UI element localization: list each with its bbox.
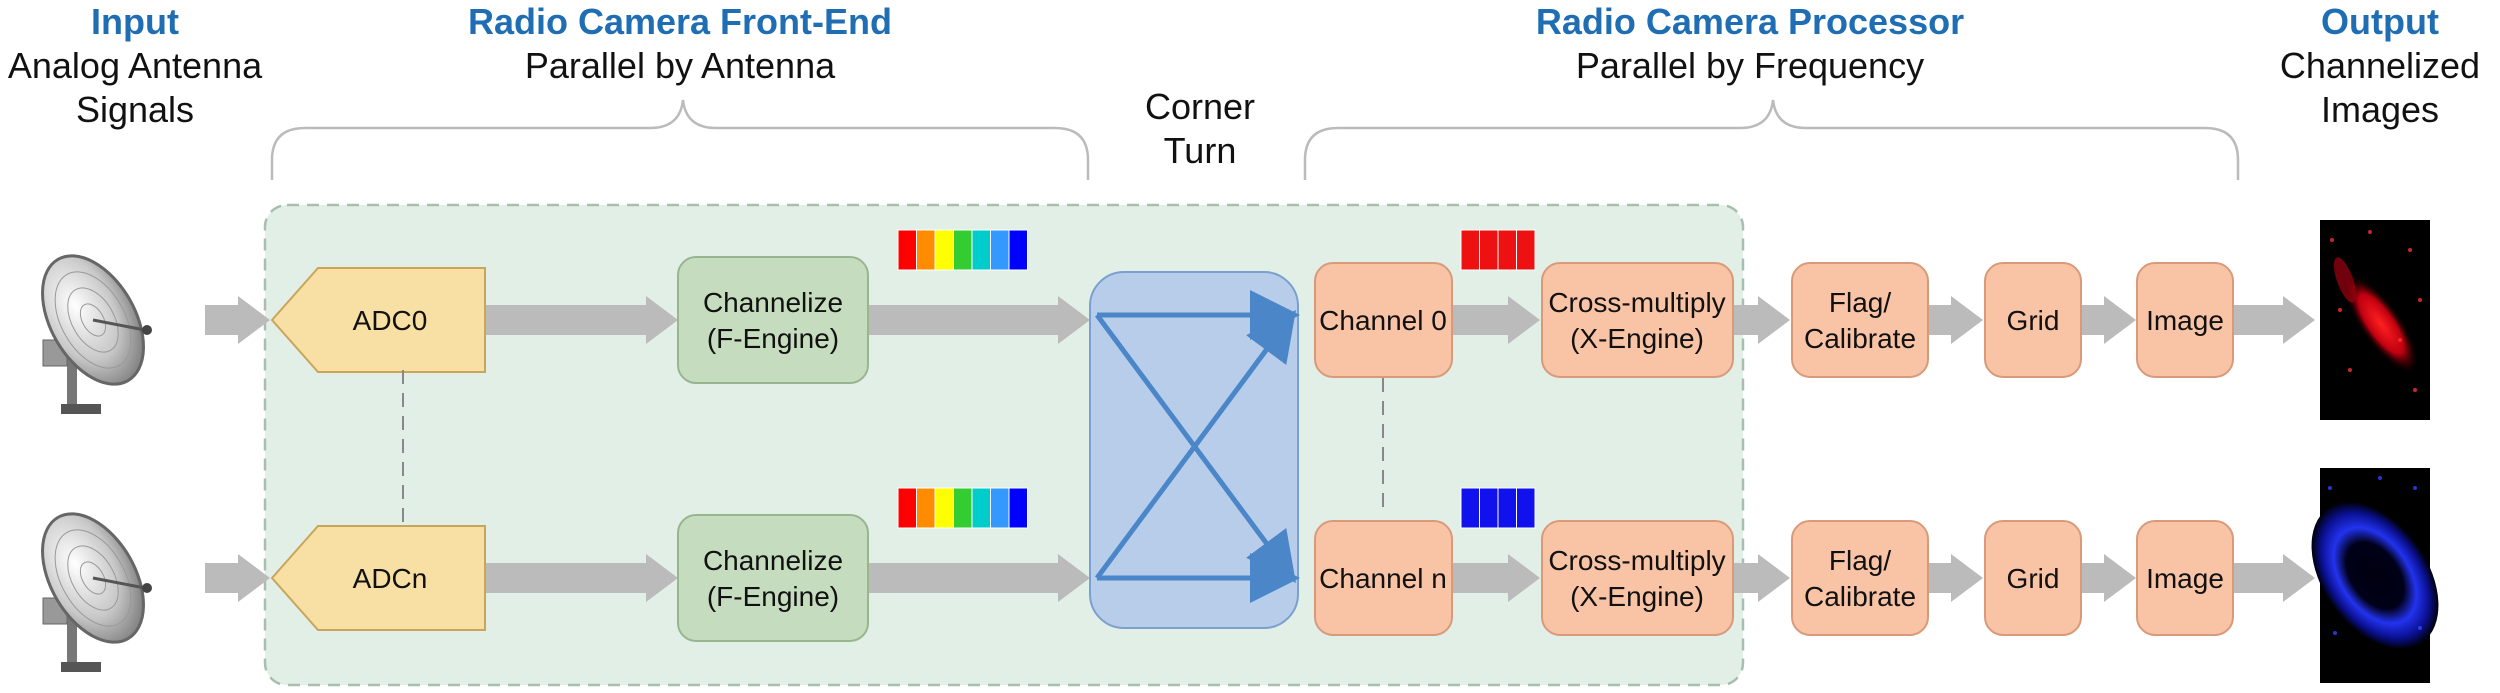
front-end-brace	[270, 99, 1090, 180]
input-arrow	[205, 554, 270, 602]
image-to-output-arrow	[2233, 296, 2315, 344]
adc-block	[270, 267, 486, 373]
flag-calibrate-block	[1791, 262, 1929, 378]
flag-label-line: Calibrate	[1804, 323, 1916, 354]
image-label-line: Image	[2146, 305, 2224, 336]
spectrum-bar	[897, 487, 1028, 529]
satellite-dish-icon	[41, 254, 152, 414]
channel-label: Channel 0	[1319, 305, 1447, 336]
fengine-label-line: (F-Engine)	[707, 323, 839, 354]
adc-label: ADC0	[353, 305, 428, 336]
adc-label-line: ADC0	[353, 305, 428, 336]
xengine-to-flag-arrow	[1733, 554, 1790, 602]
channel-block	[1314, 520, 1453, 636]
grid-to-image-arrow	[2081, 296, 2136, 344]
output-line2: Images	[2320, 89, 2440, 130]
output-image-blue	[2311, 468, 2439, 683]
channel-label-line: Channel 0	[1319, 305, 1447, 336]
corner-turn-line1: Corner	[1144, 86, 1256, 127]
xengine-label: Cross-multiply (X-Engine)	[1548, 545, 1725, 612]
grid-label-line: Grid	[2007, 563, 2060, 594]
xengine-label-line: Cross-multiply	[1548, 287, 1725, 318]
output-title: Output	[2321, 1, 2439, 42]
flag-label-line: Flag/	[1829, 287, 1891, 318]
flag-to-grid-arrow	[1928, 296, 1983, 344]
flag-label: Flag/Calibrate	[1804, 545, 1916, 612]
channel-color-bar	[1460, 229, 1536, 271]
channel-label: Channel n	[1319, 563, 1447, 594]
flag-calibrate-block	[1791, 520, 1929, 636]
adc-to-fengine-arrow	[485, 554, 678, 602]
processor-header: Radio Camera Processor Parallel by Frequ…	[1450, 0, 2050, 88]
image-block	[2136, 262, 2234, 378]
spectrum-bar	[897, 229, 1028, 271]
output-image-red	[2320, 220, 2430, 420]
xengine-label-line: (X-Engine)	[1570, 581, 1704, 612]
output-line1: Channelized	[2279, 45, 2481, 86]
adc-block	[270, 525, 486, 631]
image-label: Image	[2146, 563, 2224, 594]
channel-block	[1314, 262, 1453, 378]
fengine-to-cornerturn-arrow	[868, 296, 1090, 344]
input-arrow	[205, 296, 270, 344]
channel-to-xengine-arrow	[1452, 554, 1540, 602]
grid-to-image-arrow	[2081, 554, 2136, 602]
input-header: Input Analog Antenna Signals	[0, 0, 270, 132]
grid-block	[1984, 520, 2082, 636]
fengine-to-cornerturn-arrow	[868, 554, 1090, 602]
front-end-header: Radio Camera Front-End Parallel by Anten…	[380, 0, 980, 88]
satellite-dish-icon	[41, 512, 152, 672]
grid-label-line: Grid	[2007, 305, 2060, 336]
xengine-label: Cross-multiply (X-Engine)	[1548, 287, 1725, 354]
fengine-block	[677, 256, 869, 384]
image-block	[2136, 520, 2234, 636]
input-line1: Analog Antenna	[7, 45, 263, 86]
xengine-label-line: (X-Engine)	[1570, 323, 1704, 354]
xengine-to-flag-arrow	[1733, 296, 1790, 344]
channel-label-line: Channel n	[1319, 563, 1447, 594]
input-title: Input	[91, 1, 179, 42]
adc-label-line: ADCn	[353, 563, 428, 594]
fengine-block	[677, 514, 869, 642]
xengine-label-line: Cross-multiply	[1548, 545, 1725, 576]
xengine-block	[1541, 262, 1734, 378]
fengine-label-line: Channelize	[703, 287, 843, 318]
processor-title: Radio Camera Processor	[1535, 1, 1965, 42]
processor-brace	[1303, 99, 2240, 180]
fengine-label: Channelize (F-Engine)	[703, 545, 843, 612]
corner-turn-header: Corner Turn	[1080, 85, 1320, 173]
front-end-region	[263, 203, 1745, 687]
flag-label-line: Flag/	[1829, 545, 1891, 576]
output-header: Output Channelized Images	[2260, 0, 2500, 132]
fengine-label: Channelize (F-Engine)	[703, 287, 843, 354]
xengine-block	[1541, 520, 1734, 636]
grid-label: Grid	[2007, 563, 2060, 594]
image-label: Image	[2146, 305, 2224, 336]
flag-to-grid-arrow	[1928, 554, 1983, 602]
front-end-subtitle: Parallel by Antenna	[524, 45, 836, 86]
front-end-title: Radio Camera Front-End	[467, 1, 893, 42]
flag-label-line: Calibrate	[1804, 581, 1916, 612]
adc-label: ADCn	[353, 563, 428, 594]
channel-to-xengine-arrow	[1452, 296, 1540, 344]
input-line2: Signals	[75, 89, 195, 130]
adc-to-fengine-arrow	[485, 296, 678, 344]
grid-label: Grid	[2007, 305, 2060, 336]
fengine-label-line: (F-Engine)	[707, 581, 839, 612]
flag-label: Flag/Calibrate	[1804, 287, 1916, 354]
image-label-line: Image	[2146, 563, 2224, 594]
grid-block	[1984, 262, 2082, 378]
corner-turn-line2: Turn	[1163, 130, 1237, 171]
image-to-output-arrow	[2233, 554, 2315, 602]
processor-subtitle: Parallel by Frequency	[1575, 45, 1925, 86]
fengine-label-line: Channelize	[703, 545, 843, 576]
channel-color-bar	[1460, 487, 1536, 529]
